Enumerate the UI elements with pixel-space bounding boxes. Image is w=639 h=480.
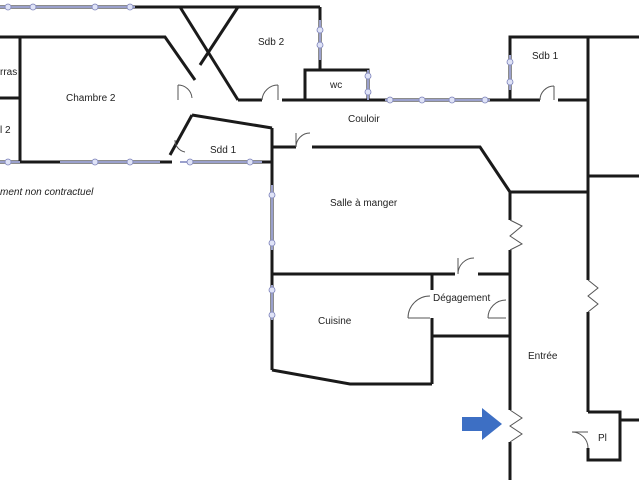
label-terrasse-partial: rras [0, 67, 17, 78]
label-couloir: Couloir [348, 114, 380, 125]
label-left-room-partial: l 2 [0, 125, 11, 136]
window-node [246, 158, 254, 166]
window-node [364, 88, 372, 96]
window-node [268, 311, 276, 319]
label-sdd-1: Sdd 1 [210, 145, 237, 156]
window-node [418, 96, 426, 104]
wall-cuisine-bottom [271, 368, 432, 386]
label-sdb-1: Sdb 1 [532, 51, 559, 62]
window-node [268, 286, 276, 294]
door-placard [571, 431, 589, 449]
door-entree-right [587, 279, 599, 313]
label-chambre-2: Chambre 2 [66, 93, 116, 104]
window-node [126, 3, 134, 11]
label-wc: wc [329, 80, 342, 91]
window-node [316, 26, 324, 34]
window-node [448, 96, 456, 104]
window-node [364, 72, 372, 80]
window-node [186, 158, 194, 166]
window-node [506, 78, 514, 86]
window-node [386, 96, 394, 104]
window-node [126, 158, 134, 166]
disclaimer-note: ment non contractuel [0, 187, 94, 198]
door-sdd1 [174, 139, 186, 153]
window-nodes [4, 3, 514, 319]
window-node [4, 3, 12, 11]
doors [174, 84, 599, 449]
label-entree: Entrée [528, 351, 558, 362]
door-entree-top [509, 219, 523, 251]
window-node [506, 58, 514, 66]
walls [0, 5, 639, 480]
label-sdb-2: Sdb 2 [258, 37, 285, 48]
window-node [481, 96, 489, 104]
door-main-entrance [509, 409, 523, 443]
label-salle-a-manger: Salle à manger [330, 198, 398, 209]
wall-pl [586, 410, 622, 462]
wall-couloir-bottom-b [312, 145, 588, 194]
window-node [268, 239, 276, 247]
door-degagement-top [457, 257, 475, 275]
door-salle-a-manger [295, 132, 311, 148]
window-node [268, 191, 276, 199]
door-chambre2 [177, 84, 193, 99]
door-sdb2 [261, 84, 279, 101]
door-cuisine [407, 295, 431, 319]
window-node [4, 158, 12, 166]
window-node [316, 41, 324, 49]
label-pl: Pl [598, 433, 607, 444]
wall-sdd1-top [191, 113, 273, 130]
entrance-arrow-icon [462, 408, 502, 440]
window-node [91, 3, 99, 11]
door-degagement-right [487, 299, 507, 319]
window-node [91, 158, 99, 166]
label-cuisine: Cuisine [318, 316, 352, 327]
wall-sdb1 [508, 35, 639, 100]
wall-chambre2-right-low [168, 114, 194, 156]
wall-diag-b [198, 6, 240, 66]
door-sdb1 [539, 85, 555, 101]
window-node [29, 3, 37, 11]
room-labels: rras l 2 Chambre 2 Sdb 2 wc Sdb 1 Couloi… [0, 37, 607, 444]
label-degagement: Dégagement [433, 293, 490, 304]
wall-chambre2-top [0, 35, 197, 81]
